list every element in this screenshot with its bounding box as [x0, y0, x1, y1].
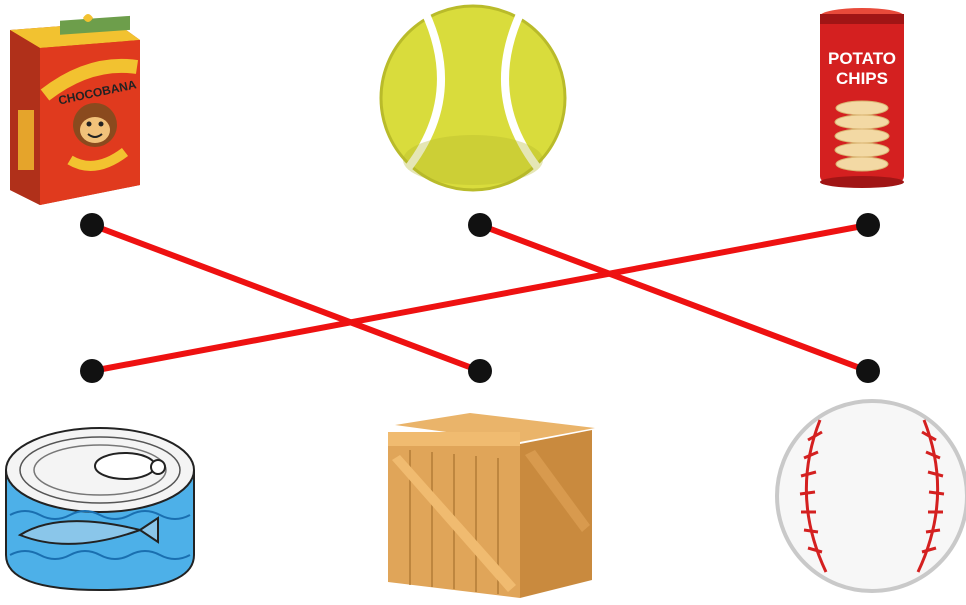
top-dot-1[interactable] — [468, 213, 492, 237]
potato-chips-can-icon: POTATO CHIPS — [820, 8, 904, 188]
tennis-ball-icon — [379, 4, 567, 192]
connection-line-top-1-to-bottom-2 — [477, 222, 871, 374]
bottom-dot-0[interactable] — [80, 359, 104, 383]
bottom-dot-1[interactable] — [468, 359, 492, 383]
baseball-icon — [775, 399, 966, 593]
connection-line-top-2-to-bottom-0 — [89, 222, 871, 374]
chips-label-line2: CHIPS — [836, 69, 888, 88]
chips-label-line1: POTATO — [828, 49, 896, 68]
connection-line-top-0-to-bottom-1 — [89, 222, 483, 374]
chocolate-box-icon: CHOCOBANA — [10, 14, 140, 205]
tuna-can-icon — [5, 427, 195, 592]
top-dot-2[interactable] — [856, 213, 880, 237]
bottom-dot-2[interactable] — [856, 359, 880, 383]
wooden-crate-icon — [388, 413, 595, 598]
top-dot-0[interactable] — [80, 213, 104, 237]
